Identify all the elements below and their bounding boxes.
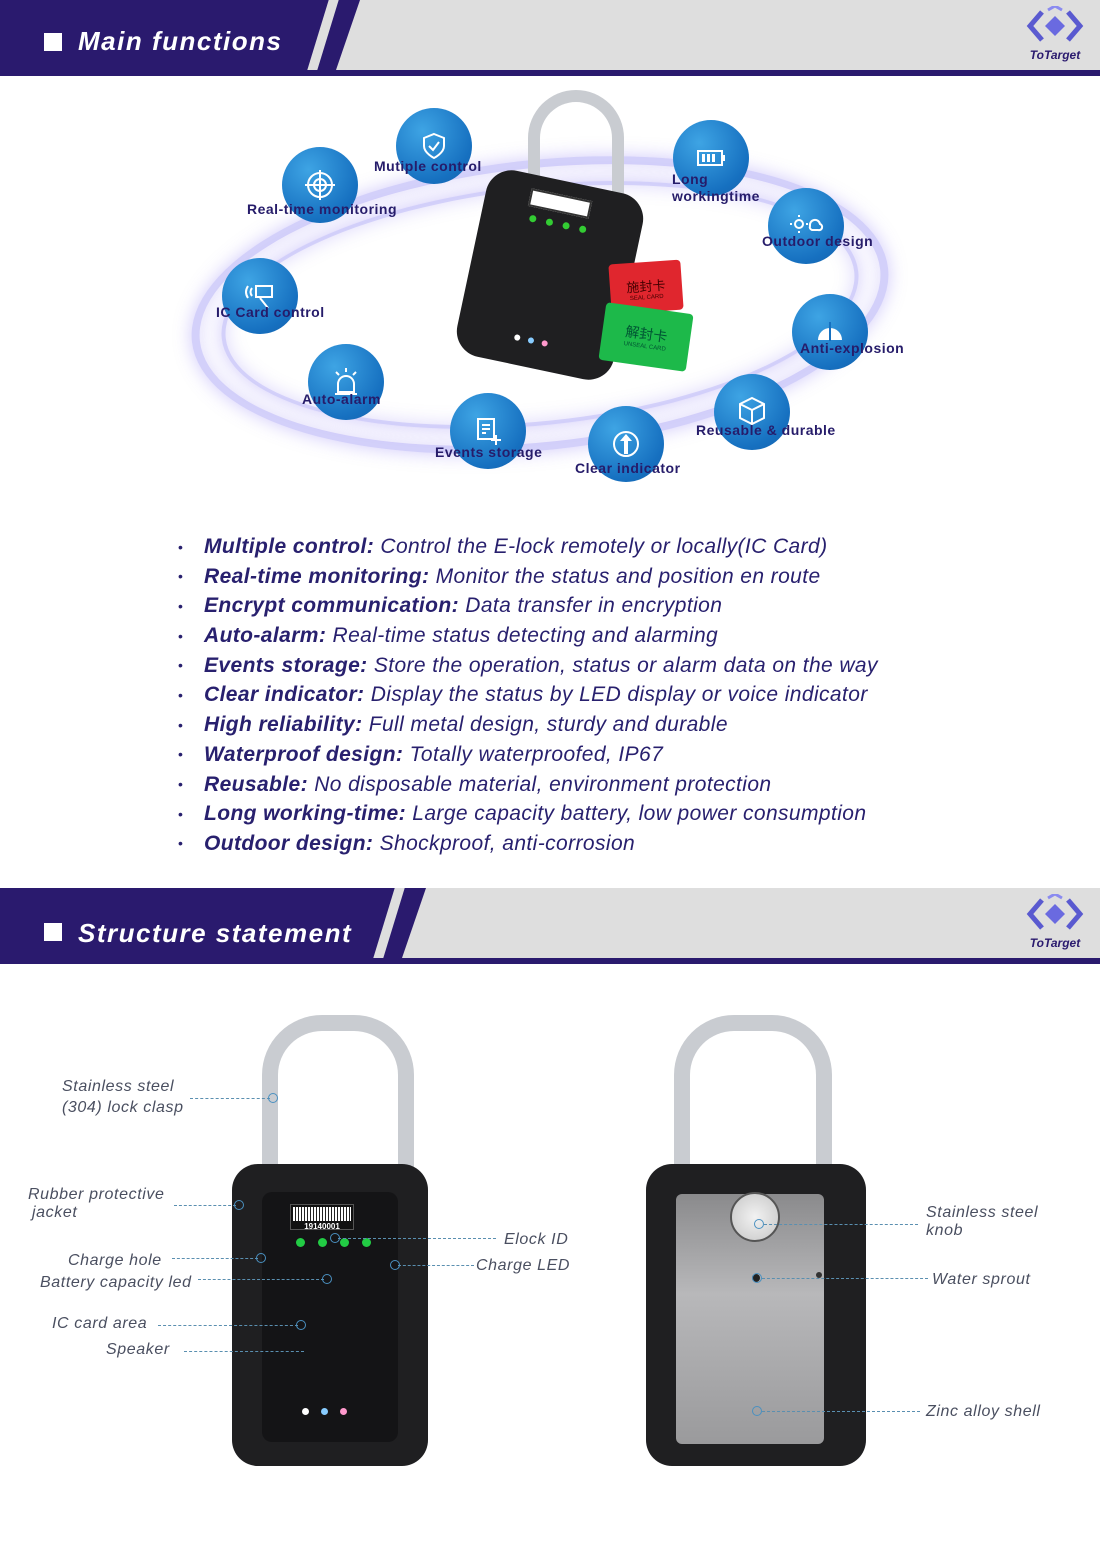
section-banner-main-functions: Main functions ToTarget <box>0 0 1100 76</box>
list-item: •High reliability: Full metal design, st… <box>178 713 728 737</box>
square-bullet-icon <box>44 33 62 51</box>
arrow-up-circle-icon <box>613 431 639 457</box>
bubble-long-workingtime <box>673 120 749 196</box>
list-item: •Reusable: No disposable material, envir… <box>178 772 772 796</box>
callout-zinc-shell: Zinc alloy shell <box>926 1403 1041 1420</box>
list-item: •Waterproof design: Totally waterproofed… <box>178 742 664 766</box>
bubble-real-time-monitoring <box>282 147 358 223</box>
callout-ic-card-area: IC card area <box>52 1315 148 1332</box>
callout-charge-hole: Charge hole <box>68 1252 162 1269</box>
elock-id-label: 19140001 <box>290 1204 354 1231</box>
unseal-card: 解封卡 UNSEAL CARD <box>598 302 694 372</box>
list-item: •Auto-alarm: Real-time status detecting … <box>178 624 719 648</box>
bubble-auto-alarm <box>308 344 384 420</box>
bubble-reusable-durable <box>714 374 790 450</box>
brand-logo: ToTarget <box>1024 4 1086 62</box>
bubble-clear-indicator <box>588 406 664 482</box>
bubble-anti-explosion <box>792 294 868 370</box>
dome-icon <box>818 322 842 341</box>
list-item: •Multiple control: Control the E-lock re… <box>178 535 828 558</box>
section-title: Structure statement <box>78 918 353 948</box>
section-banner-structure-statement: Structure statement ToTarget <box>0 888 1100 964</box>
callout-rubber-jacket: Rubber protective jacket <box>28 1186 165 1221</box>
bubble-ic-card-control <box>222 258 298 334</box>
callout-charge-led: Charge LED <box>476 1257 571 1274</box>
sun-rain-icon <box>790 215 824 233</box>
cube-icon <box>739 396 765 426</box>
list-item: •Real-time monitoring: Monitor the statu… <box>178 564 821 588</box>
list-item: •Encrypt communication: Data transfer in… <box>178 594 723 618</box>
bubble-events-storage <box>450 393 526 469</box>
feature-list: •Multiple control: Control the E-lock re… <box>178 532 878 859</box>
alarm-light-icon <box>335 368 357 395</box>
battery-icon <box>697 150 725 166</box>
diamond-chevrons-logo-icon <box>1026 4 1084 42</box>
callout-water-sprout: Water sprout <box>932 1271 1031 1288</box>
knob <box>730 1192 780 1242</box>
diamond-chevrons-logo-icon <box>1026 892 1084 930</box>
logo-text: ToTarget <box>1029 48 1081 62</box>
bubble-multiple-control <box>396 108 472 184</box>
shield-check-icon <box>423 132 445 160</box>
callout-elock-id: Elock ID <box>504 1231 569 1248</box>
list-item: •Long working-time: Large capacity batte… <box>178 802 867 826</box>
square-bullet-icon <box>44 923 62 941</box>
list-item: •Events storage: Store the operation, st… <box>178 653 878 677</box>
card-tap-icon <box>245 285 273 309</box>
callout-steel-knob: Stainless steel knob <box>926 1204 1039 1239</box>
list-item: •Clear indicator: Display the status by … <box>178 683 868 707</box>
list-item: •Outdoor design: Shockproof, anti-corros… <box>178 831 636 855</box>
brand-logo: ToTarget <box>1024 892 1086 950</box>
callout-speaker: Speaker <box>106 1341 170 1358</box>
section-title: Main functions <box>78 26 283 56</box>
target-icon <box>305 170 335 200</box>
document-add-icon <box>477 418 501 445</box>
callout-lock-clasp: Stainless steel (304) lock clasp <box>62 1078 184 1116</box>
bubble-outdoor-design <box>768 188 844 264</box>
callout-battery-led: Battery capacity led <box>40 1274 192 1291</box>
logo-text: ToTarget <box>1029 936 1081 950</box>
